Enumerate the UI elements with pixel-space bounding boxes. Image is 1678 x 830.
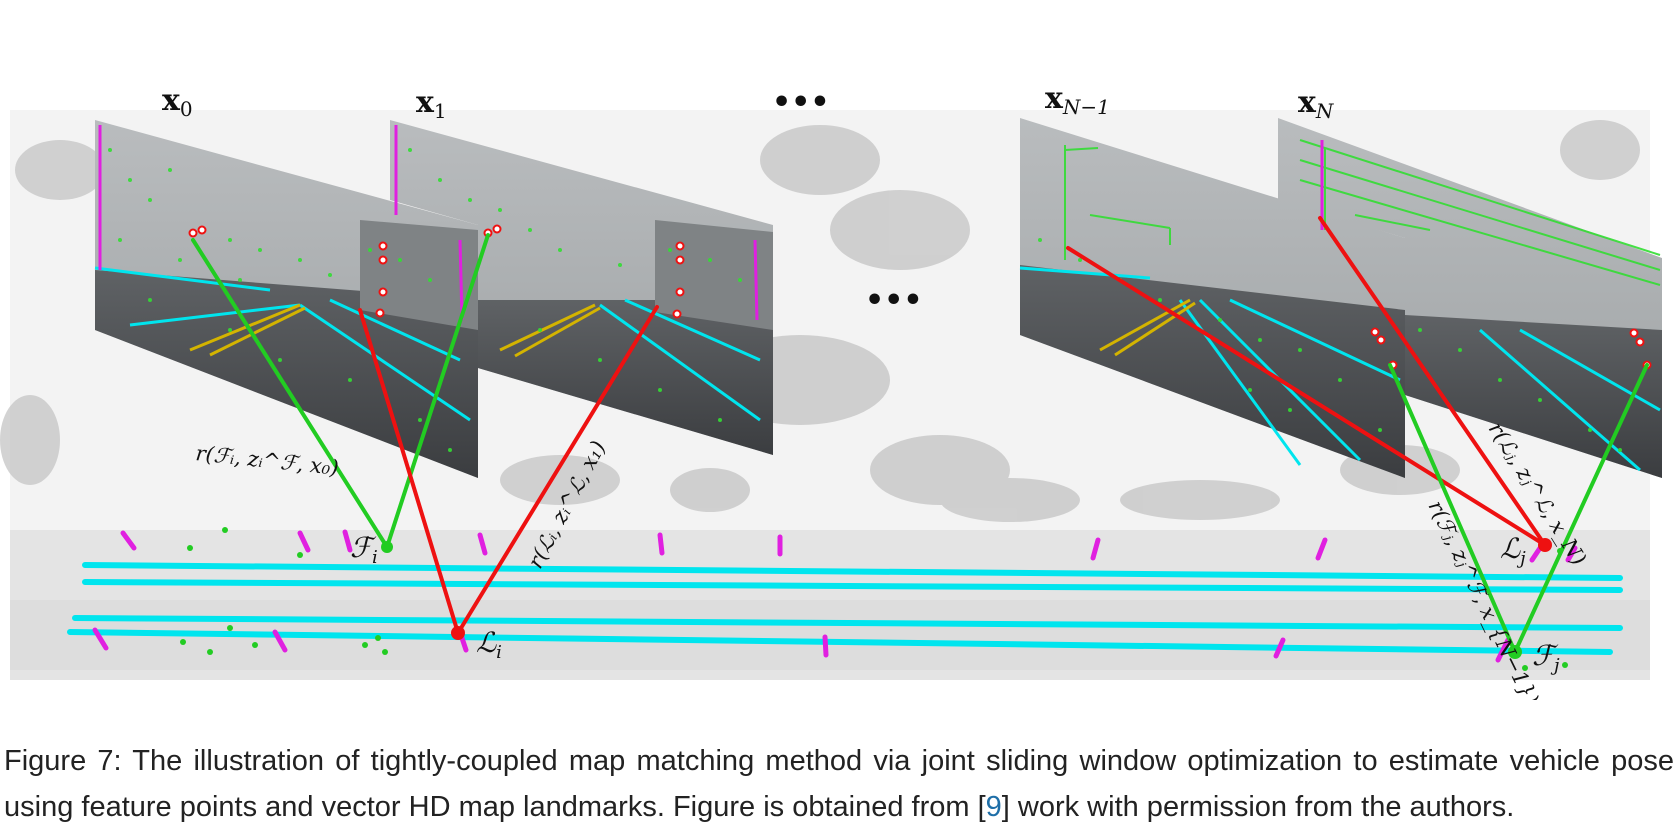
frame-labels: x0 x1 ••• ••• xN−1 xN — [162, 81, 1335, 318]
ground-feature-points — [180, 527, 1568, 671]
camera-frame-x1 — [390, 120, 773, 455]
residual-Li-x1 — [456, 305, 659, 635]
citation-link[interactable]: 9 — [985, 791, 1002, 823]
caption-line-2: using feature points and vector HD map l… — [4, 791, 1515, 823]
label-dots-mid: ••• — [865, 283, 923, 318]
residual-Lj-xN — [1318, 216, 1547, 547]
residual-Li-x0 — [358, 308, 460, 635]
caption-line-1: Figure 7: The illustration of tightly-co… — [4, 745, 1674, 777]
label-x1: x1 — [416, 85, 447, 123]
label-dots-top: ••• — [772, 85, 830, 120]
residual-Fi-x1 — [385, 233, 490, 549]
landmark-points — [381, 538, 1552, 659]
residual-Fj-xN-1 — [1388, 363, 1517, 654]
camera-frame-xN — [1278, 118, 1662, 478]
figure-illustration: x0 x1 ••• ••• xN−1 xN ℱi ℒi ℒj ℱj r(ℱᵢ, … — [0, 81, 1662, 700]
residual-lines — [191, 216, 1649, 654]
label-xN-1: xN−1 — [1045, 81, 1110, 119]
residual-Fi-x0 — [191, 238, 389, 549]
hd-map-lane-lines — [67, 562, 1623, 655]
residual-Lj-xN-1 — [1066, 246, 1547, 547]
label-Li: ℒi — [476, 626, 502, 663]
feature-Fj-point — [1508, 645, 1522, 659]
residual-Fj-xN — [1513, 363, 1649, 654]
label-Lj: ℒj — [1500, 532, 1526, 569]
label-x0: x0 — [162, 83, 193, 121]
figure-caption: Figure 7: The illustration of tightly-co… — [4, 738, 1674, 830]
landmark-Li-point — [451, 626, 465, 640]
hd-map-pole-landmarks — [92, 529, 1578, 663]
landmark-Lj-point — [1538, 538, 1552, 552]
feature-Fi-point — [381, 541, 393, 553]
label-xN: xN — [1298, 85, 1335, 123]
